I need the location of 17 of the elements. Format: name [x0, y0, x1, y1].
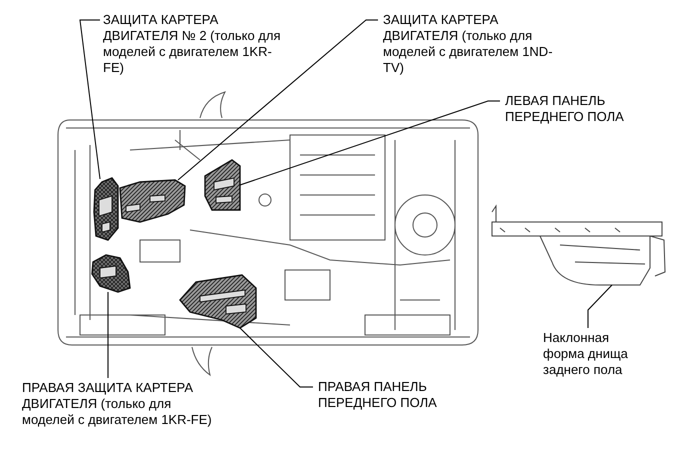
leader-line: [178, 20, 378, 180]
callout-text: Наклонная форма днища заднего пола: [543, 330, 653, 378]
rear-floor-drawing: [492, 204, 666, 286]
engine-cover-part: [93, 177, 119, 241]
callout-text: ПРАВАЯ ЗАЩИТА КАРТЕРА ДВИГАТЕЛЯ (только для моделей с двигателем 1KR-FE): [22, 380, 212, 428]
leader-line: [240, 100, 500, 186]
leader-line: [79, 20, 100, 180]
callout-text: ЗАЩИТА КАРТЕРА ДВИГАТЕЛЯ (только для моделей с двигателем 1ND-TV): [383, 12, 565, 76]
callout-text: ЛЕВАЯ ПАНЕЛЬ ПЕРЕДНЕГО ПОЛА: [505, 93, 635, 125]
leader-line: [240, 328, 314, 388]
leader-line: [588, 284, 612, 328]
engine-cover-part: [91, 254, 131, 293]
floor-panel-part: [179, 274, 257, 329]
engine-cover-part: [119, 179, 186, 223]
floor-panel-part: [204, 159, 241, 211]
callout-text: ЗАЩИТА КАРТЕРА ДВИГАТЕЛЯ № 2 (только для моделей с двигателем 1KR-FE): [103, 12, 285, 76]
callout-text: ПРАВАЯ ПАНЕЛЬ ПЕРЕДНЕГО ПОЛА: [318, 379, 448, 411]
